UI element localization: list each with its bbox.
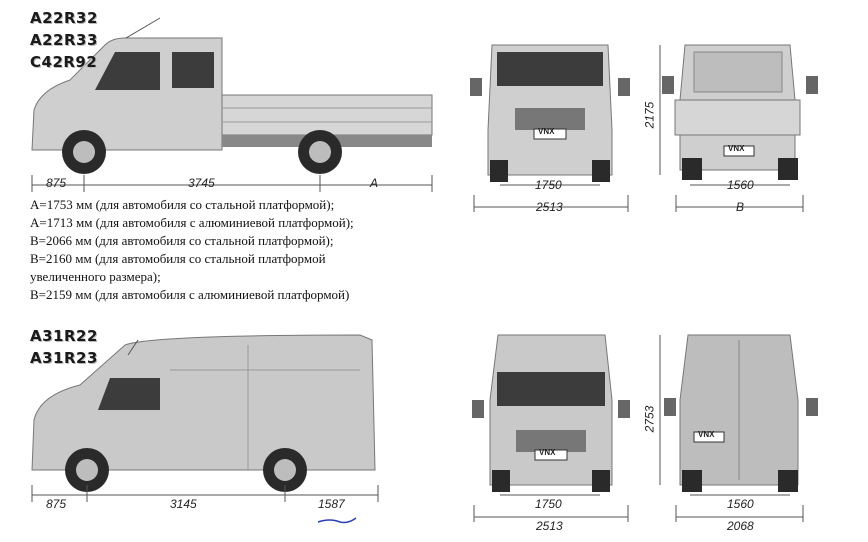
dim-wheelbase-bottom: 3145 xyxy=(170,497,197,511)
dim-front-width-top: 2513 xyxy=(536,200,563,214)
dim-front-width-bottom: 2513 xyxy=(536,519,563,533)
dim-wheelbase-top: 3745 xyxy=(188,176,215,190)
model-label-a22r32: A22R32 xyxy=(30,9,98,27)
dim-rear-overhang-bottom: 1587 xyxy=(318,497,345,511)
model-label-a22r33: A22R33 xyxy=(30,31,98,49)
dim-rear-track-bottom: 1560 xyxy=(727,497,754,511)
van-front-view xyxy=(472,334,630,492)
handwritten-underline xyxy=(317,517,357,524)
dim-front-overhang-bottom: 875 xyxy=(46,497,67,511)
dim-front-track-top: 1750 xyxy=(535,178,562,192)
dim-rear-track-top: 1560 xyxy=(727,178,754,192)
badge-rear-top: VNX xyxy=(728,144,745,153)
badge-front-bottom: VNX xyxy=(539,448,556,457)
dim-rear-width-top: B xyxy=(736,200,745,214)
pickup-front-view xyxy=(470,44,630,182)
note-b-steel: B=2066 мм (для автомобиля со стальной пл… xyxy=(30,233,334,248)
note-a-steel: A=1753 мм (для автомобиля со стальной пл… xyxy=(30,197,335,212)
dim-rear-overhang-top: A xyxy=(370,176,379,190)
dim-height-top: 2175 xyxy=(642,101,657,129)
model-label-a31r22: A31R22 xyxy=(30,327,98,345)
model-label-c42r92: C42R92 xyxy=(30,53,98,71)
note-b-steel-large-2: увеличенного размера); xyxy=(30,269,161,284)
van-rear-view xyxy=(664,334,818,492)
dim-front-overhang-top: 875 xyxy=(46,176,67,190)
dim-front-track-bottom: 1750 xyxy=(535,497,562,511)
model-label-a31r23: A31R23 xyxy=(30,349,98,367)
dim-height-bottom: 2753 xyxy=(642,405,657,433)
pickup-rear-view xyxy=(662,44,818,180)
badge-rear-bottom: VNX xyxy=(698,430,715,439)
note-b-alu: B=2159 мм (для автомобиля с алюминиевой … xyxy=(30,287,350,302)
note-b-steel-large-1: B=2160 мм (для автомобиля со стальной пл… xyxy=(30,251,326,266)
badge-front-top: VNX xyxy=(538,127,555,136)
van-side-view xyxy=(31,334,376,492)
dim-rear-width-bottom: 2068 xyxy=(727,519,754,533)
note-a-alu: A=1713 мм (для автомобиля с алюминиевой … xyxy=(30,215,354,230)
pickup-side-view xyxy=(31,17,433,174)
